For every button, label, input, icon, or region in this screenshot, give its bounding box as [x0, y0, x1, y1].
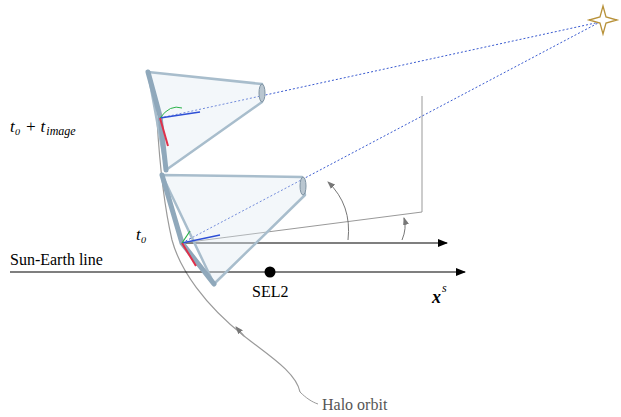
point-label: SEL2 [252, 284, 288, 300]
axis-superscript: s [442, 282, 447, 294]
time-subscript: image [46, 125, 75, 137]
axis-label: Sun-Earth line [10, 252, 103, 268]
time-label: t₀ [136, 226, 147, 243]
orbit-label: Halo orbit [322, 397, 387, 413]
time-label: t₀ + t [10, 118, 45, 135]
axis-symbol: x [432, 288, 441, 306]
